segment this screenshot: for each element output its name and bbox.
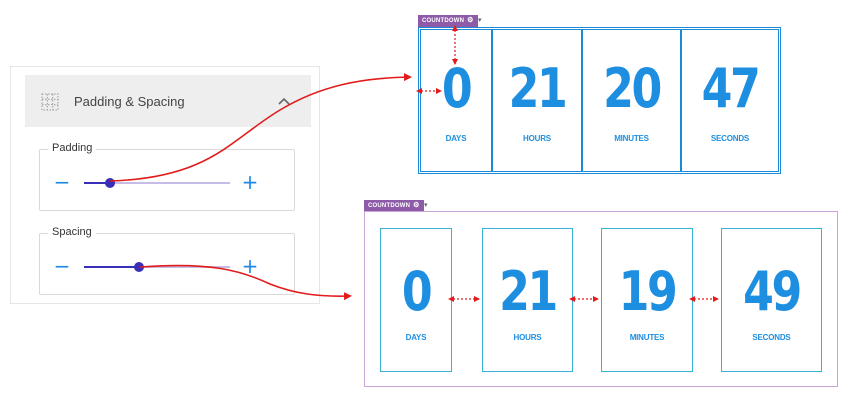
countdown-cell-minutes: 19 MINUTES bbox=[601, 228, 693, 372]
panel-title: Padding & Spacing bbox=[74, 94, 185, 109]
countdown-value: 19 bbox=[618, 260, 678, 323]
padding-increase-button[interactable]: + bbox=[241, 170, 259, 194]
grid-icon bbox=[41, 93, 59, 111]
gear-icon[interactable]: ⚙ bbox=[413, 202, 420, 209]
padding-slider[interactable] bbox=[84, 178, 230, 188]
countdown-tag[interactable]: COUNTDOWN⚙ bbox=[364, 200, 424, 212]
spacing-slider[interactable] bbox=[84, 262, 230, 272]
countdown-cell-seconds: 47 SECONDS bbox=[681, 29, 779, 172]
countdown-label: MINUTES bbox=[614, 134, 649, 143]
countdown-value: 49 bbox=[743, 260, 802, 323]
countdown-label: DAYS bbox=[445, 134, 467, 143]
countdown-widget-padding: 0 DAYS 21 HOURS 20 MINUTES 47 SECONDS bbox=[418, 27, 781, 174]
spacing-control: Spacing − + bbox=[39, 226, 295, 295]
spacing-label: Spacing bbox=[48, 226, 96, 238]
spacing-decrease-button[interactable]: − bbox=[53, 254, 71, 278]
countdown-value: 21 bbox=[499, 260, 558, 323]
chevron-down-icon[interactable]: ▾ bbox=[424, 202, 428, 209]
countdown-label: SECONDS bbox=[752, 333, 791, 342]
spacing-slider-thumb[interactable] bbox=[134, 262, 145, 272]
spacing-increase-button[interactable]: + bbox=[241, 254, 259, 278]
countdown-cell-seconds: 49 SECONDS bbox=[721, 228, 822, 372]
padding-decrease-button[interactable]: − bbox=[53, 170, 71, 194]
countdown-label: MINUTES bbox=[629, 333, 665, 342]
padding-spacing-panel: Padding & Spacing Padding − + Spacing − … bbox=[10, 66, 320, 304]
spacing-slider-fill bbox=[84, 266, 140, 268]
countdown-label: DAYS bbox=[405, 333, 427, 342]
countdown-label: SECONDS bbox=[710, 134, 750, 143]
countdown-value: 20 bbox=[603, 57, 662, 120]
padding-label: Padding bbox=[48, 142, 97, 154]
countdown-cell-minutes: 20 MINUTES bbox=[582, 29, 681, 172]
countdown-label: HOURS bbox=[523, 134, 551, 143]
countdown-tag-label: COUNTDOWN bbox=[422, 18, 465, 24]
countdown-label: HOURS bbox=[513, 333, 542, 342]
countdown-cell-days: 0 DAYS bbox=[420, 29, 492, 172]
padding-slider-fill bbox=[84, 182, 111, 184]
chevron-down-icon[interactable]: ▾ bbox=[478, 17, 482, 24]
countdown-cell-hours: 21 HOURS bbox=[492, 29, 582, 172]
countdown-value: 0 bbox=[441, 57, 473, 120]
panel-header[interactable]: Padding & Spacing bbox=[25, 75, 311, 127]
padding-slider-thumb[interactable] bbox=[105, 178, 116, 188]
countdown-value: 21 bbox=[508, 57, 568, 120]
spacing-annotation-arrow bbox=[139, 264, 352, 301]
padding-control: Padding − + bbox=[39, 142, 295, 211]
countdown-value: 0 bbox=[401, 260, 433, 323]
countdown-widget-spacing: 0 DAYS 21 HOURS 19 MINUTES 49 SECONDS bbox=[364, 211, 838, 387]
countdown-value: 47 bbox=[701, 57, 761, 120]
chevron-up-icon[interactable] bbox=[277, 95, 291, 107]
countdown-tag-label: COUNTDOWN bbox=[368, 203, 411, 209]
countdown-tag[interactable]: COUNTDOWN⚙ bbox=[418, 15, 478, 27]
padding-annotation-arrow bbox=[109, 73, 412, 182]
gear-icon[interactable]: ⚙ bbox=[467, 17, 474, 24]
